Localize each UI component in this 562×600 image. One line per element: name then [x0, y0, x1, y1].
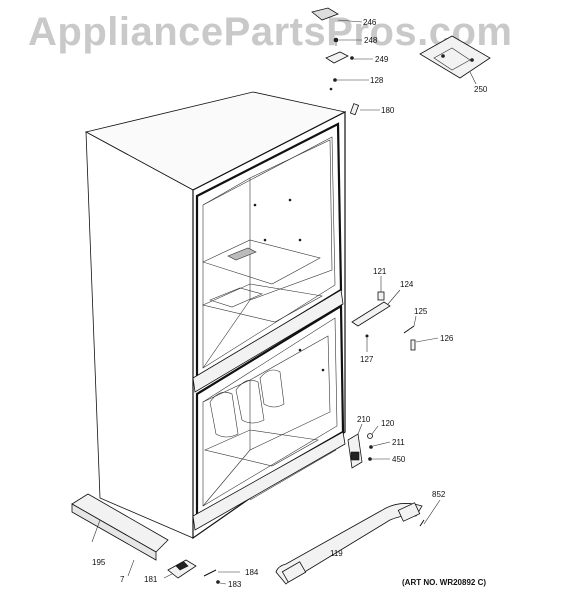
label-125: 125 — [414, 307, 428, 316]
part-labels: 246 248 249 128 250 180 121 124 125 126 … — [92, 18, 488, 589]
label-181: 181 — [144, 575, 158, 584]
label-184: 184 — [245, 568, 259, 577]
top-hinge-parts — [311, 7, 373, 91]
label-249: 249 — [375, 55, 389, 64]
label-852: 852 — [432, 490, 446, 499]
label-126: 126 — [440, 334, 454, 343]
label-211: 211 — [392, 438, 405, 447]
label-124: 124 — [400, 280, 414, 289]
label-127: 127 — [360, 355, 374, 364]
refrigerator-cabinet — [84, 91, 347, 540]
label-120: 120 — [381, 419, 395, 428]
lower-hinge-parts — [347, 423, 391, 469]
label-180: 180 — [381, 106, 395, 115]
label-183: 183 — [228, 580, 242, 589]
part-119-trim — [275, 499, 441, 585]
part-181-bracket — [163, 559, 240, 585]
part-180 — [349, 103, 380, 116]
middle-hinge-parts — [351, 276, 439, 352]
label-119: 119 — [330, 549, 343, 558]
label-128: 128 — [370, 76, 384, 85]
label-195: 195 — [92, 558, 106, 567]
label-210: 210 — [357, 415, 371, 424]
art-number: (ART NO. WR20892 C) — [402, 578, 487, 587]
label-246: 246 — [363, 18, 377, 27]
part-195-kickplate — [71, 493, 169, 577]
label-450: 450 — [392, 455, 406, 464]
label-248: 248 — [364, 36, 378, 45]
part-250-top-cover — [419, 35, 491, 85]
label-250: 250 — [474, 85, 488, 94]
label-7: 7 — [120, 575, 125, 584]
label-121: 121 — [373, 267, 387, 276]
